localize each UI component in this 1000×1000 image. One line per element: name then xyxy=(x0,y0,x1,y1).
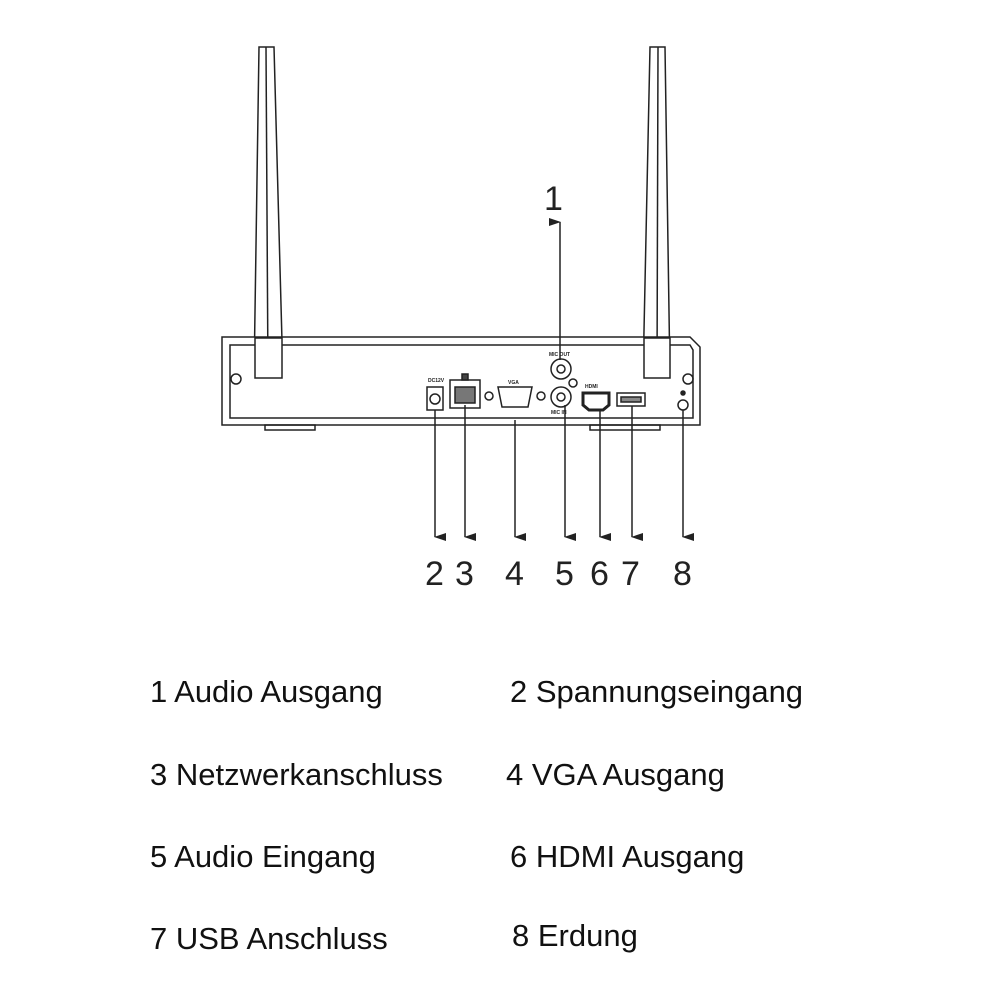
legend-item-6: 6 HDMI Ausgang xyxy=(510,839,745,874)
power-label: DC12V xyxy=(428,378,445,384)
power-port xyxy=(426,386,444,411)
legend-item-3: 3 Netzwerkanschluss xyxy=(150,757,443,792)
hdmi-port xyxy=(581,391,611,412)
callout-8: 8 xyxy=(673,555,692,593)
callout-7: 7 xyxy=(621,555,640,593)
callout-3: 3 xyxy=(455,555,474,593)
antenna-right xyxy=(642,46,671,379)
network-port xyxy=(449,373,481,409)
vga-port xyxy=(484,386,546,408)
vga-label: VGA xyxy=(508,380,519,386)
mic-in-label: MIC IN xyxy=(551,410,567,416)
callout-4: 4 xyxy=(505,555,524,593)
callout-arrows xyxy=(434,218,694,541)
hdmi-label: HDMI xyxy=(585,384,598,390)
antenna-left xyxy=(253,46,284,379)
legend-item-5: 5 Audio Eingang xyxy=(150,839,376,874)
ground-screw xyxy=(677,390,689,411)
mic-in-port xyxy=(550,386,572,408)
legend-item-7: 7 USB Anschluss xyxy=(150,921,388,956)
legend-item-1: 1 Audio Ausgang xyxy=(150,674,383,709)
mic-out-port xyxy=(550,358,578,388)
usb-port xyxy=(616,392,646,407)
callout-6: 6 xyxy=(590,555,609,593)
callout-5: 5 xyxy=(555,555,574,593)
legend-item-8: 8 Erdung xyxy=(512,918,638,953)
callout-1: 1 xyxy=(544,180,563,218)
legend-item-4: 4 VGA Ausgang xyxy=(506,757,725,792)
callout-2: 2 xyxy=(425,555,444,593)
legend-item-2: 2 Spannungseingang xyxy=(510,674,804,709)
